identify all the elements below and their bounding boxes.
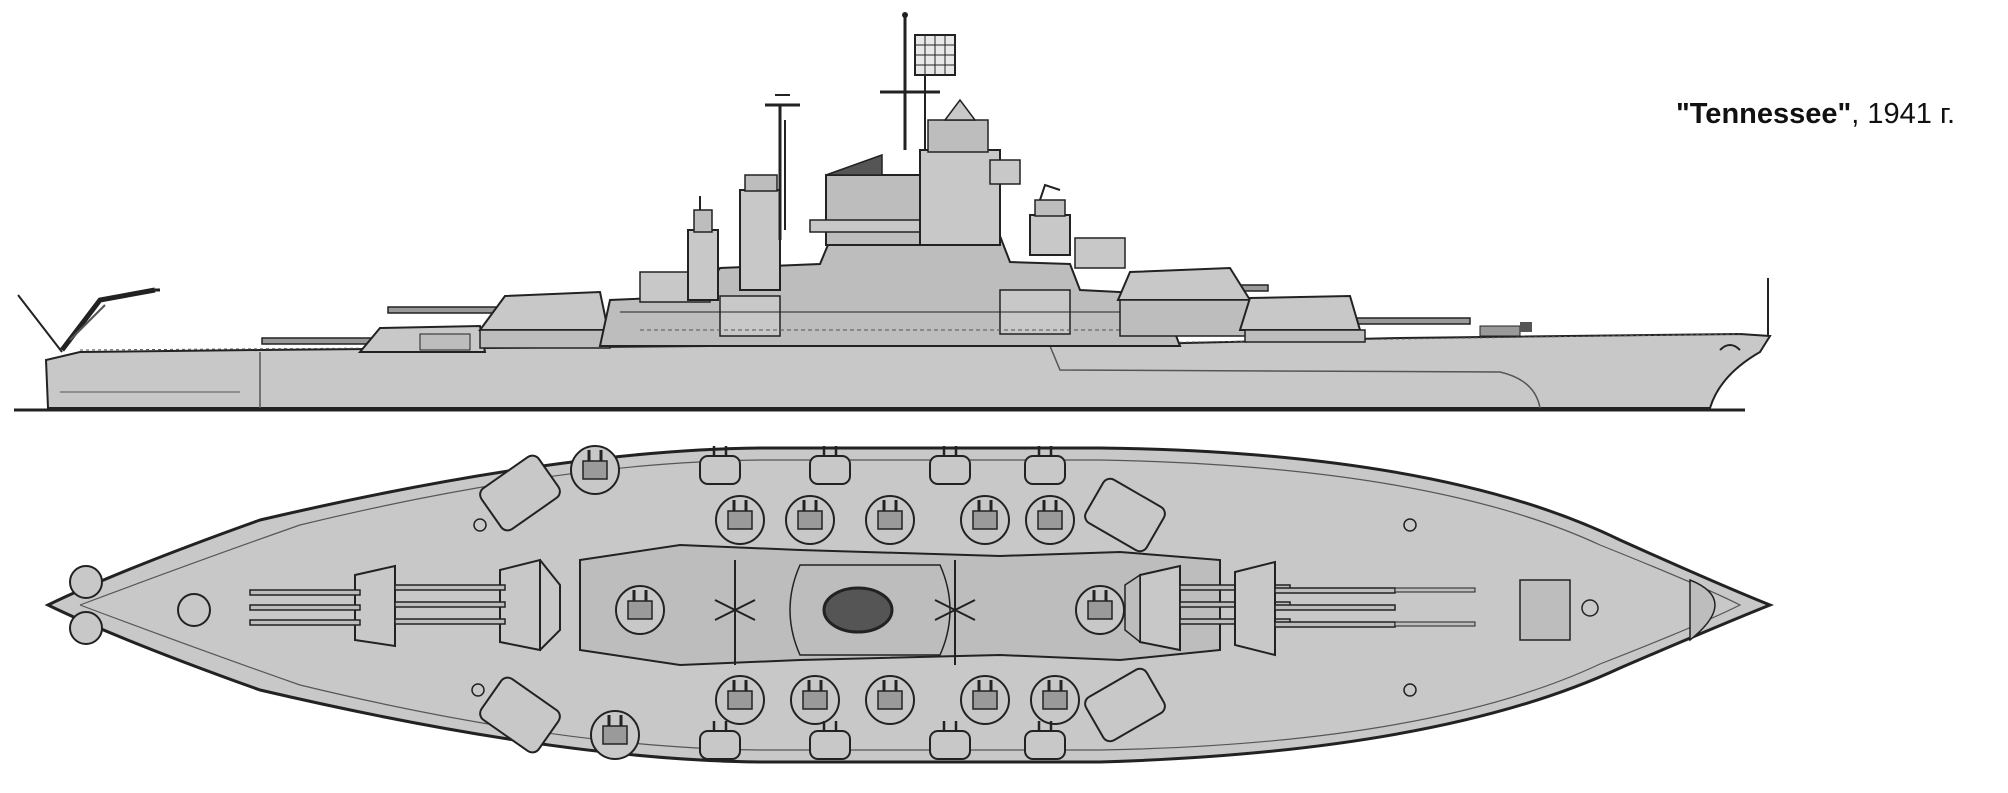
drawing-caption: "Tennessee", 1941 г. (1676, 98, 1955, 131)
side-view (14, 12, 1772, 412)
top-view (44, 444, 1775, 764)
forward-turret-1-top (1234, 560, 1476, 657)
main-bridge (809, 98, 1021, 246)
forward-turret-lower (1238, 294, 1471, 343)
stern-crane (17, 287, 160, 353)
forward-turret-upper (1116, 266, 1269, 337)
aft-turret-3-top (394, 558, 561, 652)
bow-fittings (1479, 278, 1769, 351)
ship-name: "Tennessee" (1676, 98, 1852, 130)
forward-tower (1029, 183, 1126, 269)
funnel-top (822, 586, 894, 634)
caption-year: , 1941 г. (1851, 98, 1956, 130)
aft-turret-4-top (249, 564, 396, 648)
foremast-radar (880, 12, 956, 150)
superstructure-top (579, 543, 1221, 667)
aft-turret-lower (261, 324, 487, 353)
aft-tower (687, 94, 800, 301)
aft-turret-upper (387, 290, 611, 349)
